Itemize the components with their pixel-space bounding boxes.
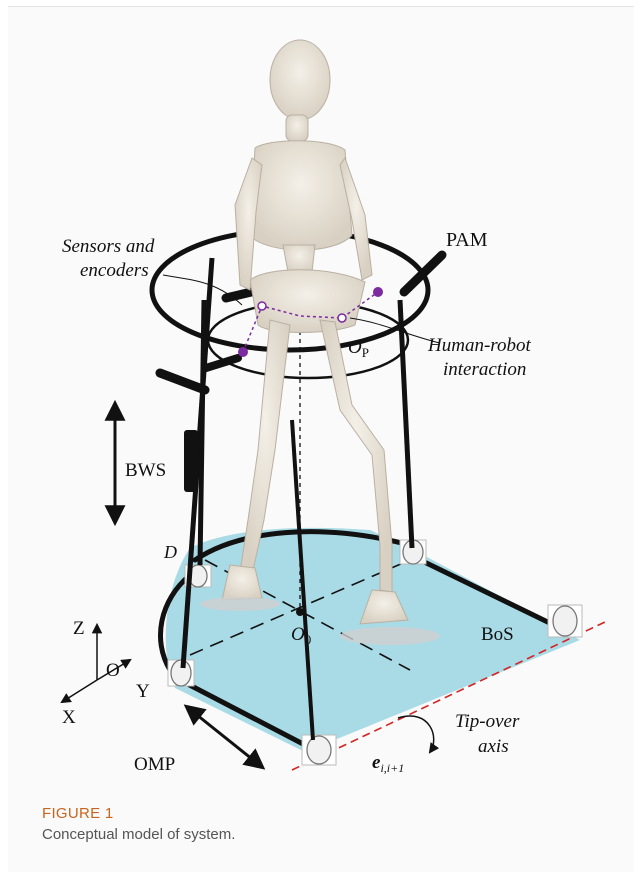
hri-open-point-1 xyxy=(258,302,266,310)
label-omp: OMP xyxy=(134,754,175,775)
tip-over-rotation-arrow xyxy=(398,716,434,752)
wheel-right-front xyxy=(548,605,582,637)
hri-open-point-2 xyxy=(338,314,346,322)
hri-point-right xyxy=(373,287,383,297)
label-bos: BoS xyxy=(481,624,514,645)
label-pam: PAM xyxy=(446,229,488,251)
label-y: Y xyxy=(136,681,150,702)
label-hri-line2: interaction xyxy=(443,359,526,380)
axis-x-arrow xyxy=(62,680,97,702)
label-e: ei,i+1 xyxy=(372,752,404,775)
label-o: O xyxy=(106,660,120,681)
figure-caption-label: FIGURE 1 xyxy=(42,805,114,822)
label-hri-line1: Human-robot xyxy=(427,335,531,356)
label-sensors-line1: Sensors and xyxy=(62,236,155,257)
frame-leg-left-inner xyxy=(200,300,204,565)
left-foot-shadow xyxy=(200,597,280,611)
label-z: Z xyxy=(73,618,85,639)
figure-caption-text: Conceptual model of system. xyxy=(42,826,235,843)
label-tip-line2: axis xyxy=(478,736,509,757)
right-foot-shadow xyxy=(340,627,440,645)
label-d: D xyxy=(163,542,177,562)
label-x: X xyxy=(62,707,76,728)
label-tip-line1: Tip-over xyxy=(455,711,520,732)
label-bws: BWS xyxy=(125,460,166,481)
bws-actuator xyxy=(184,430,198,492)
pam-actuator-back xyxy=(160,373,205,390)
frame-leg-right xyxy=(400,300,412,548)
wheel-front xyxy=(302,735,336,765)
label-sensors-line2: encoders xyxy=(80,260,149,281)
hri-point-left xyxy=(238,347,248,357)
